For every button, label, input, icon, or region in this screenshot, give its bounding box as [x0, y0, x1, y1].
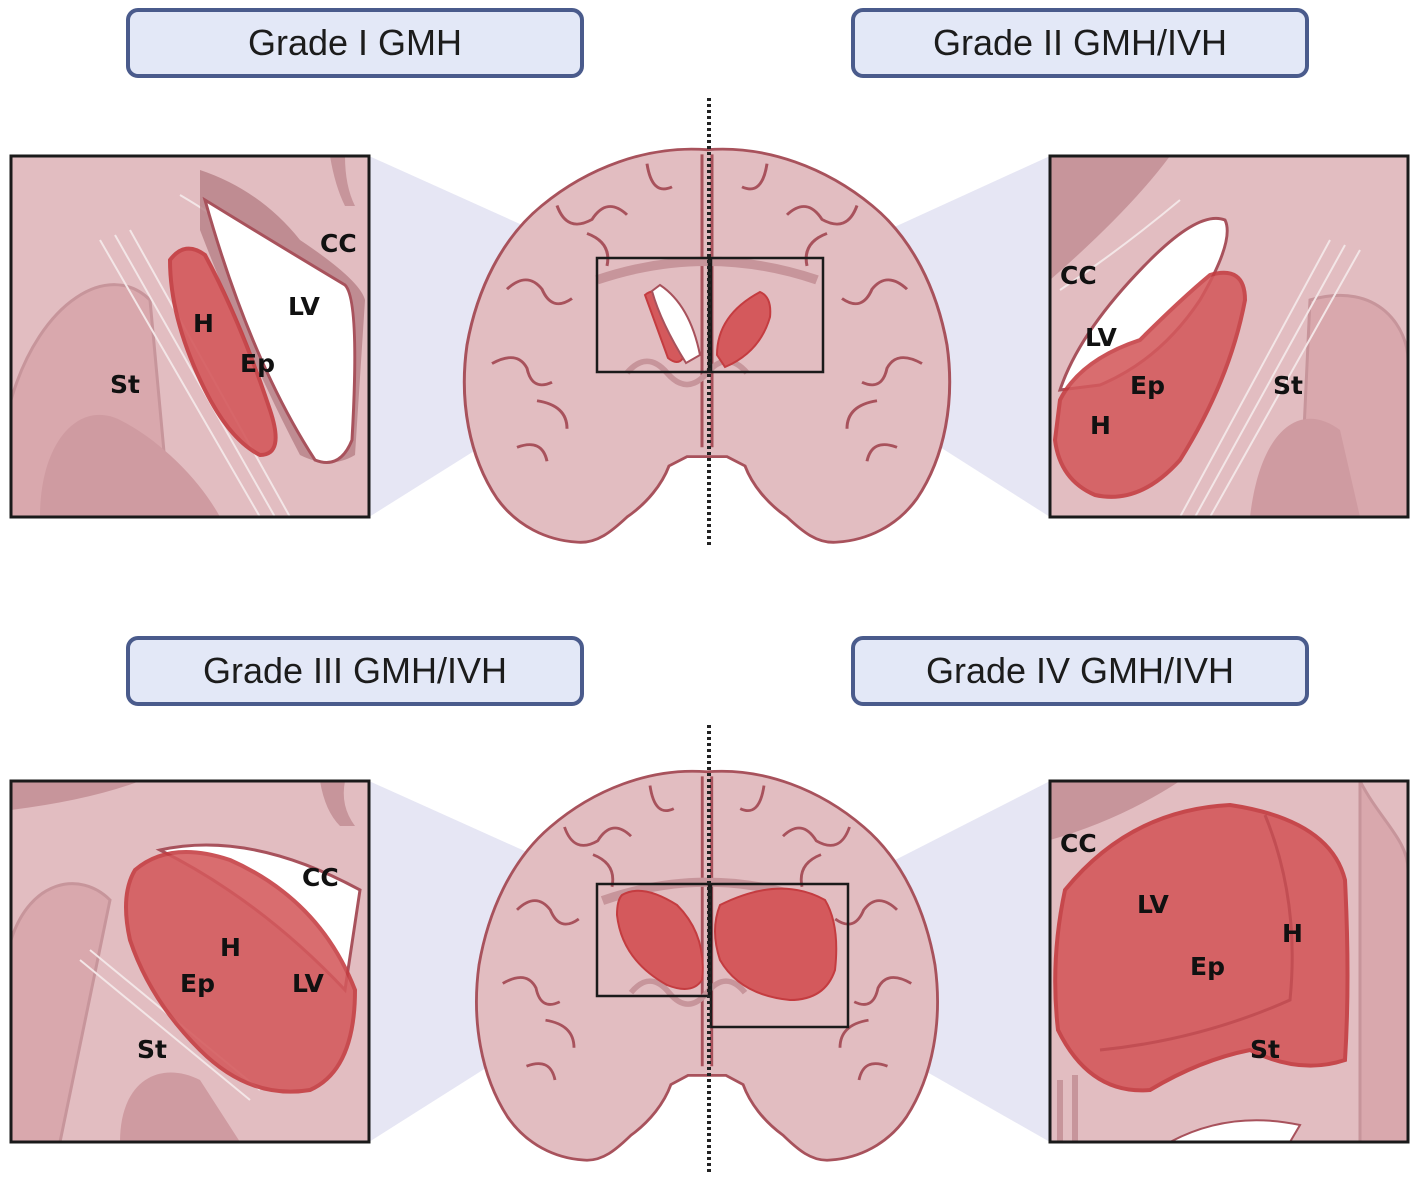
label-st-grade-3: St: [137, 1035, 167, 1064]
hemorrhage-grade-1: [167, 246, 278, 458]
grade-1-title: Grade I GMH: [126, 8, 584, 78]
label-h-grade-3: H: [220, 933, 241, 962]
label-cc-grade-1: CC: [320, 229, 357, 258]
lateral-ventricle-grade-1: [202, 196, 357, 464]
hemorrhage-bottom-left: [615, 889, 704, 990]
hemorrhage-grade-2: [1052, 270, 1248, 499]
label-h-grade-2: H: [1090, 411, 1111, 440]
coronal-brain-bottom: [476, 771, 937, 1160]
label-cc-grade-2: CC: [1060, 261, 1097, 290]
label-lv-grade-4: LV: [1137, 890, 1169, 919]
inset-grade-3: CC H Ep LV St: [11, 781, 369, 1142]
label-st-grade-1: St: [110, 370, 140, 399]
label-lv-grade-2: LV: [1085, 323, 1117, 352]
label-ep-grade-2: Ep: [1130, 371, 1165, 400]
label-ep-grade-4: Ep: [1190, 952, 1225, 981]
label-cc-grade-4: CC: [1060, 829, 1097, 858]
hemorrhage-grade-4: [1053, 802, 1350, 1093]
label-lv-grade-3: LV: [292, 969, 324, 998]
label-h-grade-1: H: [193, 309, 214, 338]
inset-grade-1: CC LV H Ep St: [11, 156, 369, 517]
hemorrhage-bottom-right: [714, 887, 838, 1002]
label-h-grade-4: H: [1282, 919, 1303, 948]
label-st-grade-2: St: [1273, 371, 1303, 400]
coronal-brain-top: [464, 149, 949, 542]
inset-grade-2: CC LV Ep H St: [1050, 156, 1408, 517]
label-cc-grade-3: CC: [302, 863, 339, 892]
grade-3-title: Grade III GMH/IVH: [126, 636, 584, 706]
inset-grade-4: CC LV H Ep St: [1050, 781, 1408, 1142]
hemorrhage-top-right: [715, 290, 772, 369]
label-ep-grade-3: Ep: [180, 969, 215, 998]
grade-4-title: Grade IV GMH/IVH: [851, 636, 1309, 706]
hemorrhage-grade-3: [124, 850, 358, 1094]
label-st-grade-4: St: [1250, 1035, 1280, 1064]
roi-box-bottom-left: [595, 882, 711, 998]
grade-2-title: Grade II GMH/IVH: [851, 8, 1309, 78]
label-lv-grade-1: LV: [288, 292, 320, 321]
label-ep-grade-1: Ep: [240, 349, 275, 378]
